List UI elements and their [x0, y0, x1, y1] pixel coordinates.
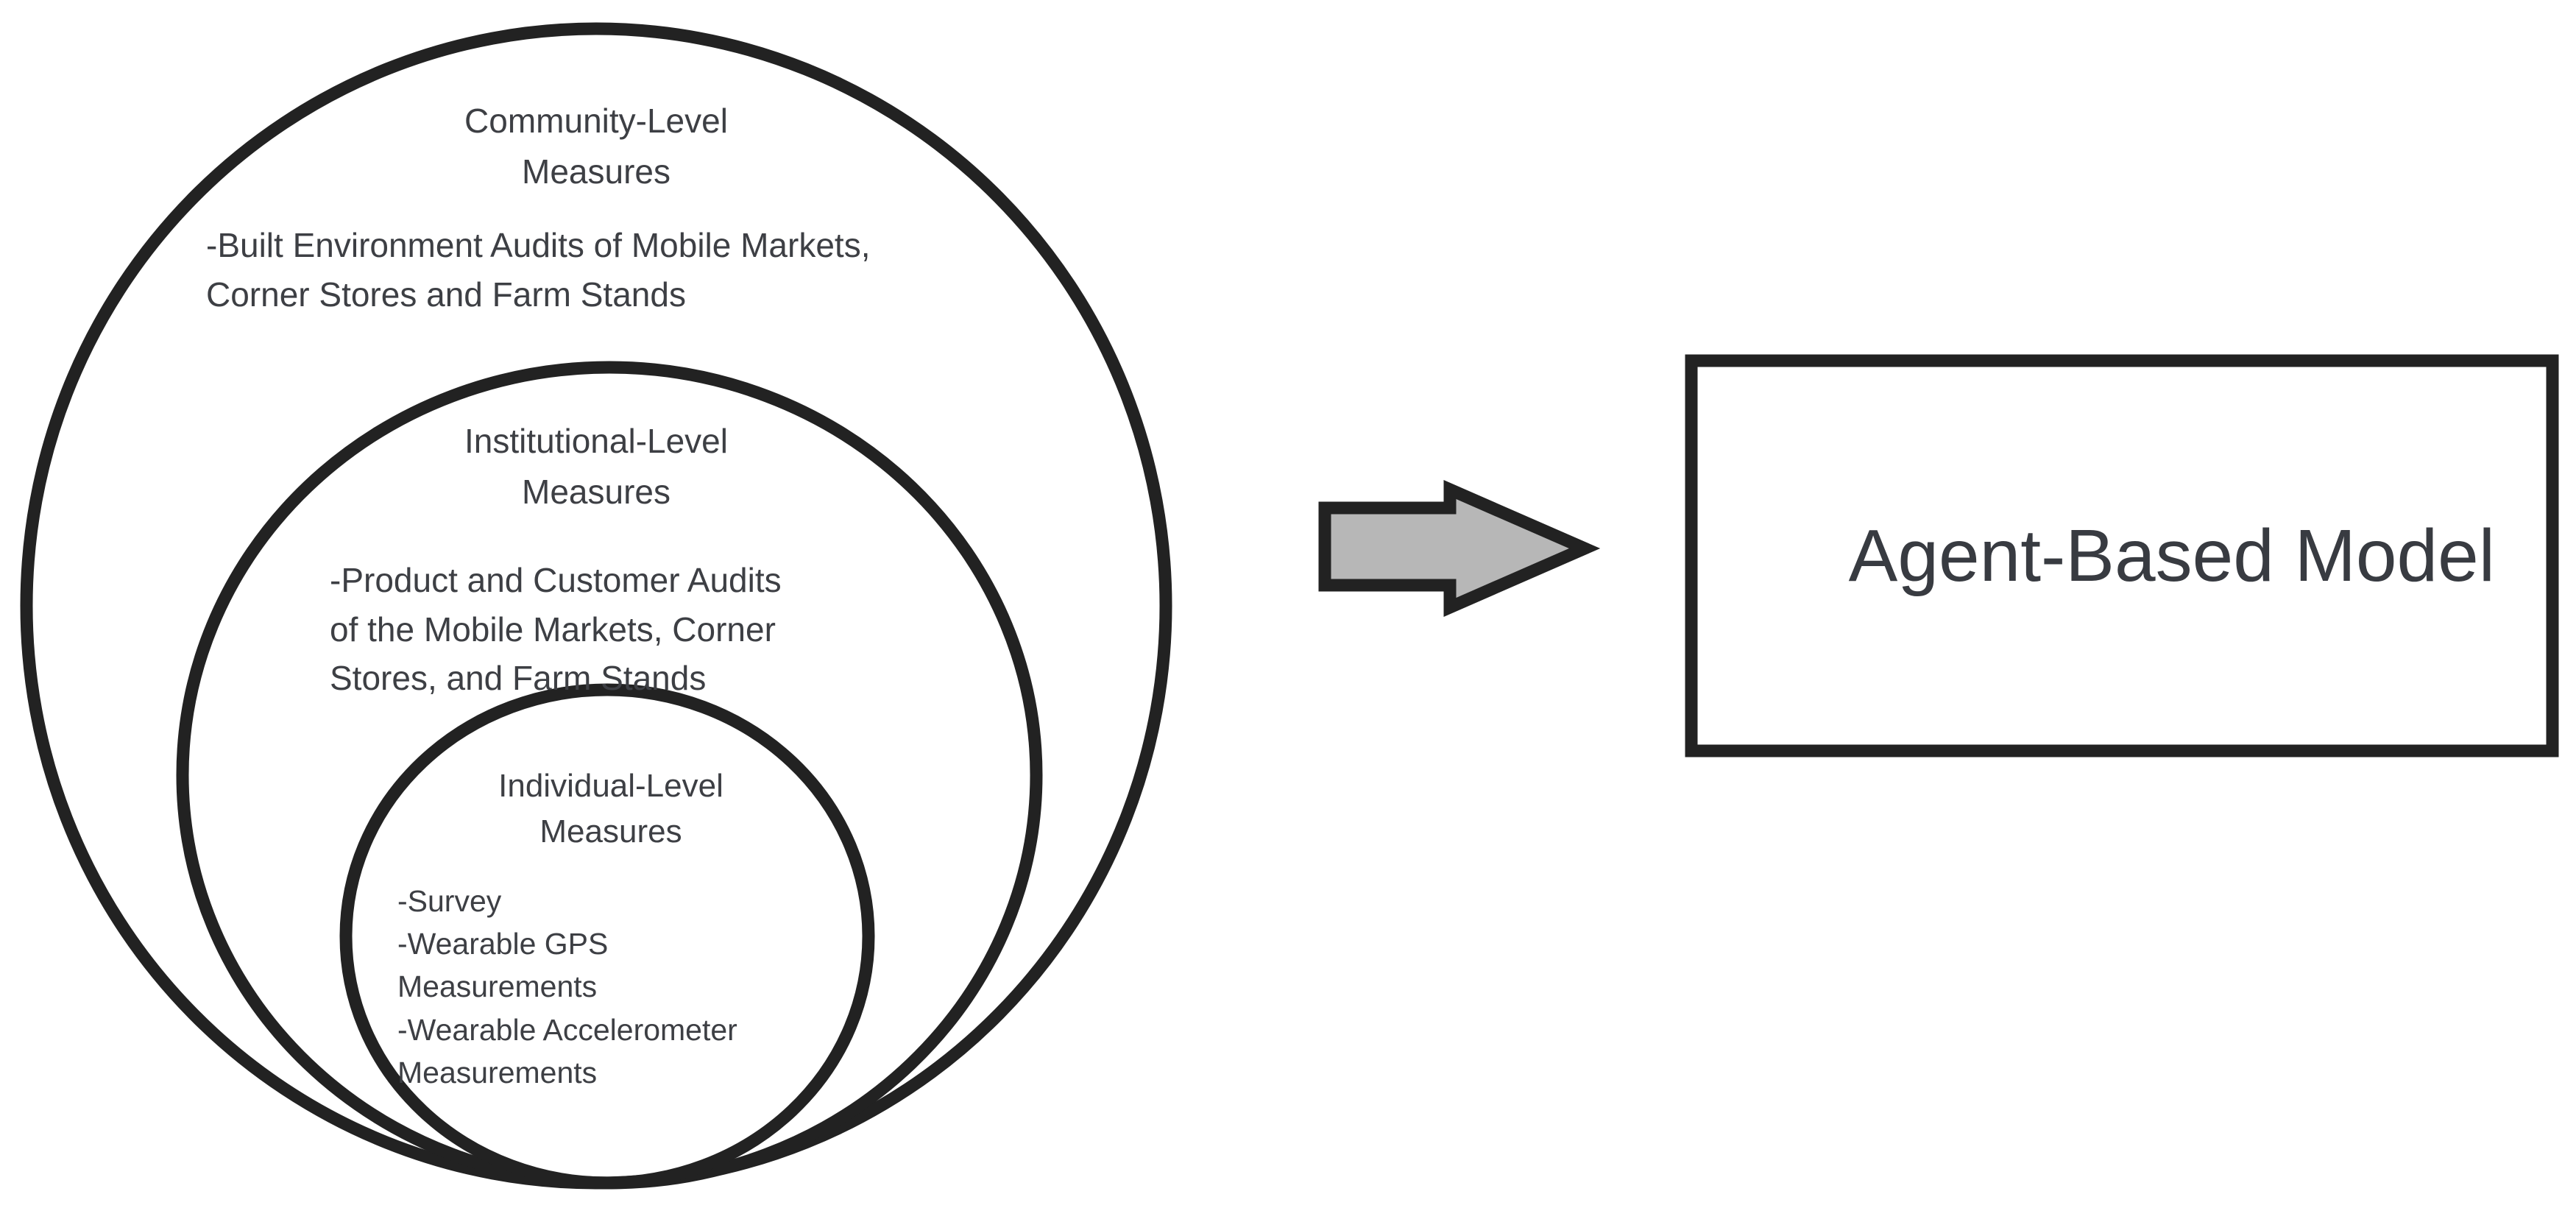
individual-title-line: Measures: [539, 813, 682, 850]
individual-level-title: Individual-Level Measures: [412, 763, 810, 854]
institutional-level-title: Institutional-Level Measures: [324, 416, 868, 518]
institutional-item-line: -Product and Customer Audits: [330, 561, 782, 599]
individual-item-line: -Survey: [397, 884, 502, 918]
agent-based-model-box: [1685, 354, 2559, 757]
institutional-title-line: Measures: [522, 473, 670, 511]
community-item-line: Corner Stores and Farm Stands: [206, 275, 686, 314]
community-title-line: Community-Level: [464, 102, 728, 140]
individual-title-line: Individual-Level: [498, 768, 723, 804]
community-item-line: -Built Environment Audits of Mobile Mark…: [206, 226, 871, 264]
individual-item-line: -Wearable Accelerometer: [397, 1012, 737, 1047]
institutional-level-items: -Product and Customer Audits of the Mobi…: [330, 556, 782, 703]
community-level-title: Community-Level Measures: [324, 96, 868, 197]
individual-level-items: -Survey -Wearable GPS Measurements -Wear…: [397, 880, 737, 1094]
individual-item-line: Measurements: [397, 969, 598, 1004]
institutional-item-line: Stores, and Farm Stands: [330, 659, 707, 698]
individual-level-circle: [339, 683, 875, 1190]
institutional-item-line: of the Mobile Markets, Corner: [330, 610, 776, 649]
individual-item-line: Measurements: [397, 1055, 598, 1089]
arrow-right-icon: [1318, 480, 1601, 617]
agent-based-model-label: Agent-Based Model: [1691, 361, 2552, 751]
agent-based-model-text: Agent-Based Model: [1848, 514, 2495, 597]
institutional-title-line: Institutional-Level: [464, 422, 728, 460]
community-level-items: -Built Environment Audits of Mobile Mark…: [206, 221, 870, 319]
community-title-line: Measures: [522, 152, 670, 191]
individual-item-line: -Wearable GPS: [397, 927, 609, 961]
